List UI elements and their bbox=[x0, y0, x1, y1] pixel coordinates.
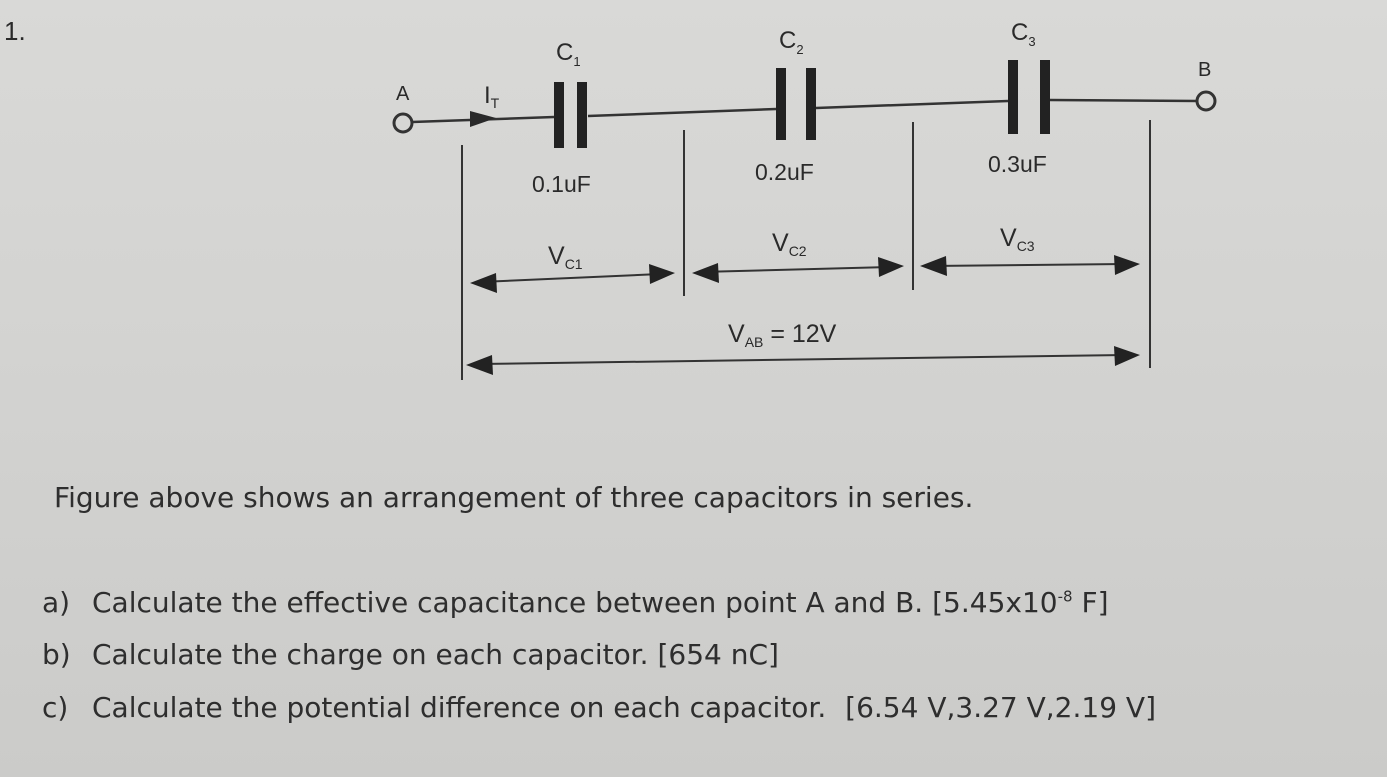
question-b-label: b) bbox=[42, 638, 71, 671]
capacitor-c3: C3 0.3uF bbox=[988, 19, 1050, 177]
problem-number: 1. bbox=[4, 16, 26, 46]
c2-name: C2 bbox=[779, 27, 804, 57]
c3-plate-left bbox=[1008, 60, 1018, 134]
arrow-left-icon bbox=[920, 256, 947, 276]
question-a-text: Calculate the effective capacitance betw… bbox=[92, 586, 924, 619]
question-c-answer: [6.54 V,3.27 V,2.19 V] bbox=[845, 691, 1156, 724]
question-c-text: Calculate the potential difference on ea… bbox=[92, 691, 827, 724]
question-c: c) Calculate the potential difference on … bbox=[42, 691, 1156, 724]
wire-c1-c2 bbox=[587, 107, 777, 118]
c2-value: 0.2uF bbox=[755, 159, 814, 185]
arrow-right-icon bbox=[878, 257, 904, 277]
capacitor-circuit-diagram: 1. A IT B C1 0.1uF C2 0.2uF C3 0.3uF bbox=[4, 16, 1217, 380]
current-label: IT bbox=[484, 82, 500, 111]
wire-c2-c3 bbox=[815, 99, 1009, 110]
current-arrow-icon bbox=[470, 111, 496, 127]
c1-plate-right bbox=[577, 82, 587, 148]
c3-value: 0.3uF bbox=[988, 151, 1047, 177]
arrow-right-icon bbox=[1114, 255, 1140, 275]
vc3-dimension: VC3 bbox=[920, 224, 1140, 276]
arrow-left-icon bbox=[470, 273, 497, 293]
vc1-dimension: VC1 bbox=[470, 242, 675, 293]
question-a: a) Calculate the effective capacitance be… bbox=[42, 586, 1109, 619]
terminal-b-icon bbox=[1195, 90, 1217, 112]
wire-c3-b bbox=[1049, 98, 1199, 103]
c2-plate-left bbox=[776, 68, 786, 140]
arrow-left-icon bbox=[466, 355, 493, 375]
c2-plate-right bbox=[806, 68, 816, 140]
vab-dimension: VAB = 12V bbox=[466, 320, 1140, 375]
arrow-left-icon bbox=[692, 263, 719, 283]
capacitor-c1: C1 0.1uF bbox=[532, 39, 591, 197]
question-b: b) Calculate the charge on each capacitor… bbox=[42, 638, 779, 671]
c1-name: C1 bbox=[556, 39, 581, 69]
c3-plate-right bbox=[1040, 60, 1050, 134]
c1-plate-left bbox=[554, 82, 564, 148]
point-a-label: A bbox=[396, 83, 410, 105]
question-a-label: a) bbox=[42, 586, 71, 619]
question-a-answer: [5.45x10-8 F] bbox=[932, 586, 1109, 619]
vc3-label: VC3 bbox=[1000, 224, 1035, 254]
c1-value: 0.1uF bbox=[532, 171, 591, 197]
question-b-text: Calculate the charge on each capacitor. bbox=[92, 638, 649, 671]
arrow-right-icon bbox=[1114, 346, 1140, 366]
question-c-label: c) bbox=[42, 691, 69, 724]
vc2-label: VC2 bbox=[772, 229, 807, 259]
vc1-label: VC1 bbox=[548, 242, 583, 272]
vab-label: VAB = 12V bbox=[728, 320, 837, 350]
question-b-answer: [654 nC] bbox=[657, 638, 779, 671]
point-b-label: B bbox=[1198, 59, 1211, 81]
vc2-dimension: VC2 bbox=[692, 229, 904, 283]
capacitor-c2: C2 0.2uF bbox=[755, 27, 816, 185]
terminal-a-icon bbox=[392, 112, 414, 134]
arrow-right-icon bbox=[649, 264, 675, 284]
figure-caption: Figure above shows an arrangement of thr… bbox=[54, 481, 974, 514]
c3-name: C3 bbox=[1011, 19, 1036, 49]
